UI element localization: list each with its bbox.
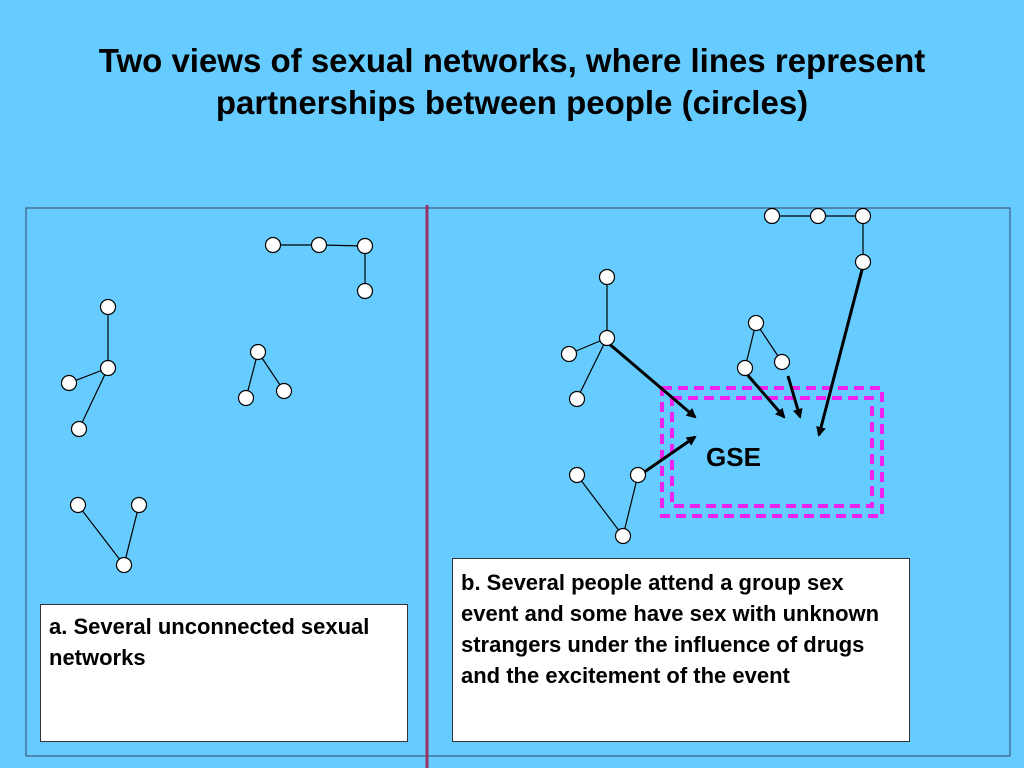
person-node xyxy=(70,420,88,438)
person-node xyxy=(598,268,616,286)
person-node xyxy=(747,314,765,332)
panel-b-edges xyxy=(568,215,864,537)
title-line-1: Two views of sexual networks, where line… xyxy=(98,42,926,79)
person-node xyxy=(249,343,267,361)
person-node xyxy=(854,253,872,271)
person-node xyxy=(264,236,282,254)
person-node xyxy=(598,329,616,347)
person-node xyxy=(854,207,872,225)
caption-panel-b: b. Several people attend a group sex eve… xyxy=(452,558,910,742)
person-node xyxy=(99,359,117,377)
person-node xyxy=(310,236,328,254)
gse-box xyxy=(660,386,884,518)
person-node xyxy=(568,390,586,408)
panel-a-nodes xyxy=(60,236,374,574)
panels-frame xyxy=(25,207,1011,757)
person-node xyxy=(130,496,148,514)
person-node xyxy=(356,237,374,255)
person-node xyxy=(773,353,791,371)
person-node xyxy=(560,345,578,363)
panel-b-nodes xyxy=(560,207,872,545)
panel-b-arrows xyxy=(606,265,865,477)
person-node xyxy=(809,207,827,225)
slide-title: Two views of sexual networks, where line… xyxy=(0,40,1024,124)
person-node xyxy=(568,466,586,484)
arrow-to-gse xyxy=(743,371,786,419)
arrow-to-gse xyxy=(786,375,803,419)
arrow-to-gse xyxy=(606,340,697,419)
person-node xyxy=(99,298,117,316)
arrow-to-gse xyxy=(816,265,865,437)
panel-a-edges xyxy=(68,244,366,566)
person-node xyxy=(736,359,754,377)
person-node xyxy=(614,527,632,545)
person-node xyxy=(629,466,647,484)
gse-label: GSE xyxy=(706,442,761,472)
person-node xyxy=(275,382,293,400)
person-node xyxy=(60,374,78,392)
person-node xyxy=(356,282,374,300)
title-line-2: partnerships between people (circles) xyxy=(215,84,809,121)
arrow-to-gse xyxy=(639,435,697,477)
person-node xyxy=(237,389,255,407)
caption-panel-a: a. Several unconnected sexual networks xyxy=(40,604,408,742)
person-node xyxy=(115,556,133,574)
person-node xyxy=(763,207,781,225)
person-node xyxy=(69,496,87,514)
